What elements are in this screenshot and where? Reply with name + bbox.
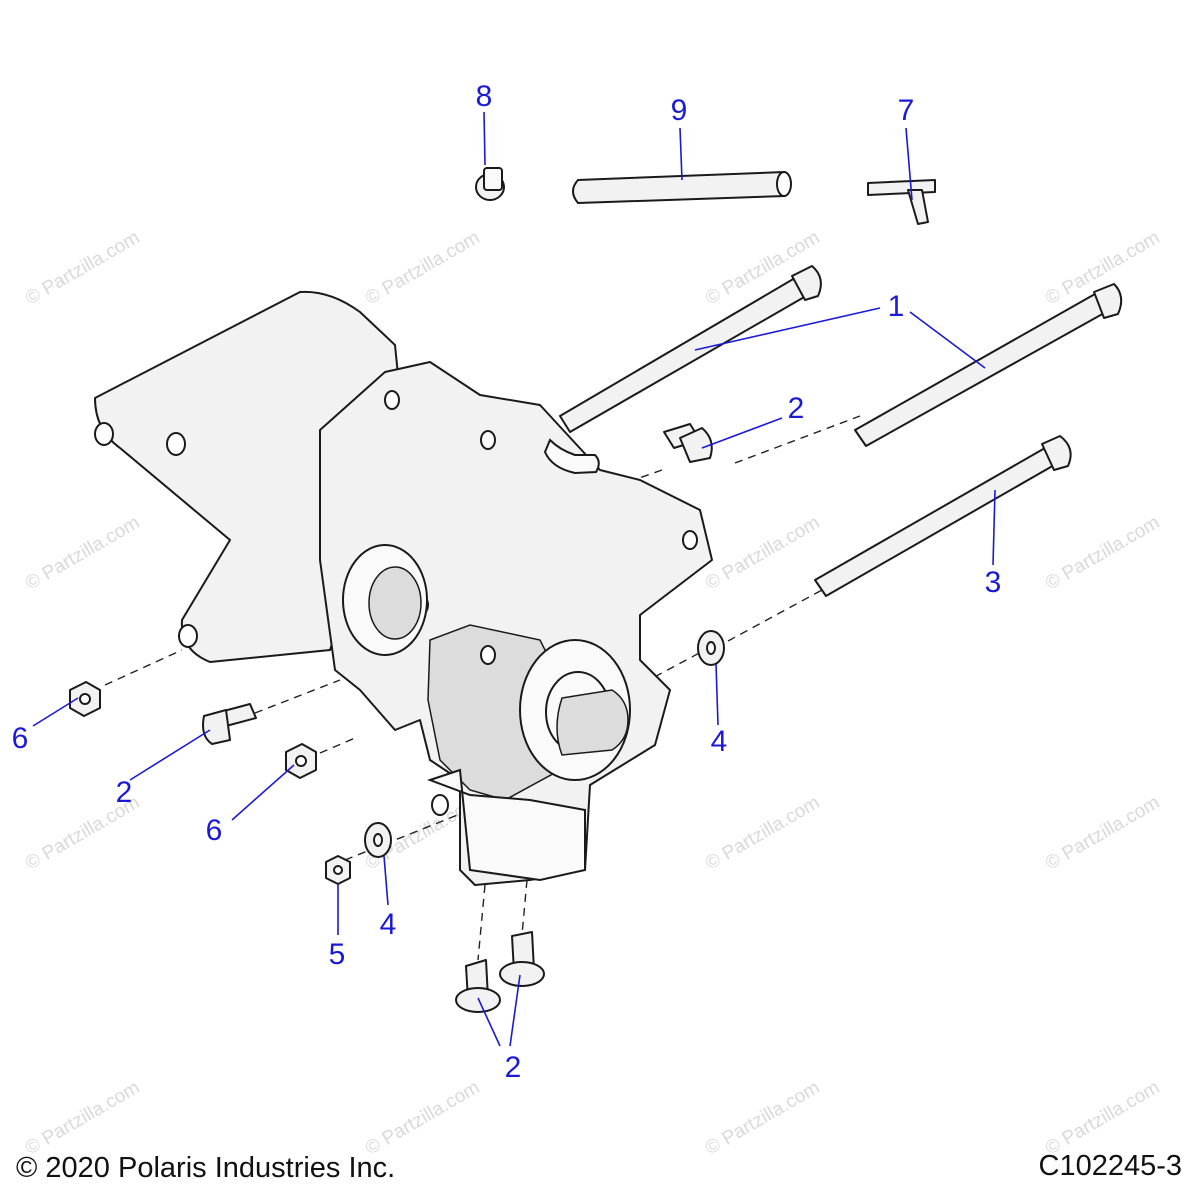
copyright-notice: © 2020 Polaris Industries Inc. [16, 1152, 396, 1184]
vent-fitting [543, 438, 600, 475]
input-spline [368, 566, 422, 640]
figure-id: C102245-3 [1038, 1150, 1183, 1182]
leader-line [701, 417, 783, 449]
leader-line [383, 855, 389, 906]
mount-hole [480, 645, 496, 665]
watermark: © Partzilla.com [22, 1077, 143, 1159]
mount-hole [178, 624, 198, 648]
callout-6: 6 [12, 722, 29, 755]
leader-line [483, 111, 486, 166]
output-spline [556, 689, 629, 756]
assembly-line [521, 879, 528, 936]
assembly-line [104, 649, 183, 686]
part-6-nut-left [69, 681, 101, 717]
callout-3: 3 [985, 566, 1002, 599]
part-5-nut [325, 855, 351, 885]
callout-2: 2 [505, 1051, 522, 1084]
watermark: © Partzilla.com [1042, 512, 1163, 594]
leader-line [905, 127, 913, 201]
mount-hole [166, 432, 186, 456]
callout-4: 4 [711, 725, 728, 758]
part-4-washer-right [697, 630, 725, 666]
watermark: © Partzilla.com [22, 227, 143, 309]
assembly-line [319, 737, 356, 754]
leader-line [694, 307, 881, 351]
leader-line [679, 127, 683, 181]
assembly-lines [104, 415, 861, 961]
mount-hole [682, 530, 698, 550]
leader-line [992, 489, 996, 566]
callout-labels: 8 9 7 1 2 3 4 6 2 6 4 5 2 [12, 80, 1002, 1084]
leader-line [715, 663, 719, 726]
assembly-line [254, 679, 341, 714]
part-7-tee-fitting [867, 179, 936, 225]
watermark: © Partzilla.com [702, 512, 823, 594]
leader-line [477, 997, 501, 1047]
leader-line [129, 729, 211, 781]
callout-4: 4 [380, 908, 397, 941]
mount-hole [384, 390, 400, 410]
leader-line [509, 974, 521, 1047]
part-2-flange-bolt-left [202, 703, 257, 745]
leader-line [909, 311, 986, 369]
watermark: © Partzilla.com [702, 792, 823, 874]
mount-hole [480, 430, 496, 450]
part-4-washer-left [364, 822, 392, 858]
gearcase-housing [94, 290, 713, 886]
callout-2: 2 [116, 776, 133, 809]
part-1-long-bolt-upper [559, 265, 822, 433]
watermark: © Partzilla.com [702, 1077, 823, 1159]
part-2-flange-bolt-upper [663, 423, 713, 463]
callout-2: 2 [788, 392, 805, 425]
leader-line [32, 697, 79, 727]
part-1-long-bolt-lower [854, 283, 1123, 447]
callout-6: 6 [206, 814, 223, 847]
watermark: © Partzilla.com [1042, 792, 1163, 874]
part-2-flange-bolt-bottom-right [499, 931, 545, 987]
assembly-line [727, 589, 823, 642]
housing-lower-boss [427, 768, 586, 882]
callout-1: 1 [888, 290, 905, 323]
watermark: © Partzilla.com [362, 1077, 483, 1159]
mount-hole [94, 422, 114, 446]
callout-9: 9 [671, 94, 688, 127]
callout-8: 8 [476, 80, 493, 113]
watermark: © Partzilla.com [362, 227, 483, 309]
part-6-nut-middle [285, 743, 317, 779]
leader-lines [32, 111, 996, 1047]
part-3-bolt [814, 435, 1072, 597]
assembly-line [477, 884, 486, 961]
callout-5: 5 [329, 938, 346, 971]
mount-hole [431, 794, 449, 816]
watermark: © Partzilla.com [1042, 1077, 1163, 1159]
part-9-vent-hose [572, 171, 792, 204]
leader-line [231, 764, 295, 821]
callout-7: 7 [898, 94, 915, 127]
watermark: © Partzilla.com [22, 512, 143, 594]
assembly-line [344, 811, 466, 861]
part-2-flange-bolt-bottom-left [455, 959, 501, 1013]
part-8-hose-clamp [475, 167, 505, 201]
